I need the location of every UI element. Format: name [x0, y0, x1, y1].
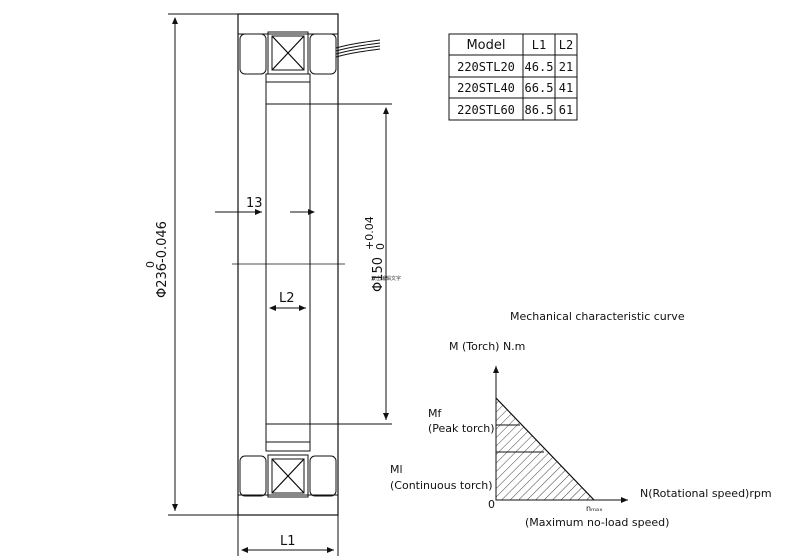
inner-diameter-lower: 0 — [374, 243, 387, 250]
table-header-l2: L2 — [559, 38, 573, 52]
characteristic-curve: Mechanical characteristic curve M (Torch… — [390, 310, 772, 529]
table-cell-l2: 41 — [559, 81, 573, 95]
y-axis-label: M (Torch) N.m — [449, 340, 525, 353]
table-header-model: Model — [466, 38, 505, 53]
ml-label: Ml — [390, 463, 403, 476]
l1-label: L1 — [280, 534, 296, 549]
curve-title: Mechanical characteristic curve — [510, 310, 685, 323]
motor-section-view — [232, 13, 381, 516]
inner-diameter-upper: +0.04 — [363, 216, 376, 250]
model-table: Model L1 L2 220STL20 46.5 21 220STL40 66… — [448, 33, 578, 121]
table-cell-model: 220STL60 — [457, 103, 515, 117]
wall-thickness-label: 13 — [246, 196, 263, 211]
table-header-l1: L1 — [532, 38, 546, 52]
l2-label: L2 — [279, 291, 295, 306]
outer-diameter-upper: 0 — [144, 261, 157, 268]
table-cell-l1: 86.5 — [525, 103, 554, 117]
l1-dimension: L1 — [237, 515, 339, 556]
mf-label: Mf — [428, 407, 442, 420]
nmax-label: nₘₐₓ — [586, 504, 603, 513]
table-cell-l1: 46.5 — [525, 60, 554, 74]
inner-diameter-dimension: Φ150 +0.04 0 双击编辑文字 — [310, 103, 401, 425]
mf-desc: (Peak torch) — [428, 422, 495, 435]
l2-dimension: L2 — [269, 291, 306, 311]
edit-text-note: 双击编辑文字 — [371, 275, 401, 282]
outer-diameter-dimension: Φ236-0.046 0 — [144, 13, 238, 516]
x-axis-label: N(Rotational speed)rpm — [640, 487, 772, 500]
outer-diameter-label: Φ236-0.046 — [155, 221, 170, 298]
table-cell-l2: 21 — [559, 60, 573, 74]
table-cell-model: 220STL20 — [457, 60, 515, 74]
nmax-desc: (Maximum no-load speed) — [525, 516, 669, 529]
ml-desc: (Continuous torch) — [390, 479, 493, 492]
wall-thickness-dimension: 13 — [215, 196, 315, 215]
table-cell-l2: 61 — [559, 103, 573, 117]
table-cell-l1: 66.5 — [525, 81, 554, 95]
table-cell-model: 220STL40 — [457, 81, 515, 95]
inner-diameter-label: Φ150 — [371, 257, 386, 292]
origin-label: 0 — [488, 498, 495, 511]
